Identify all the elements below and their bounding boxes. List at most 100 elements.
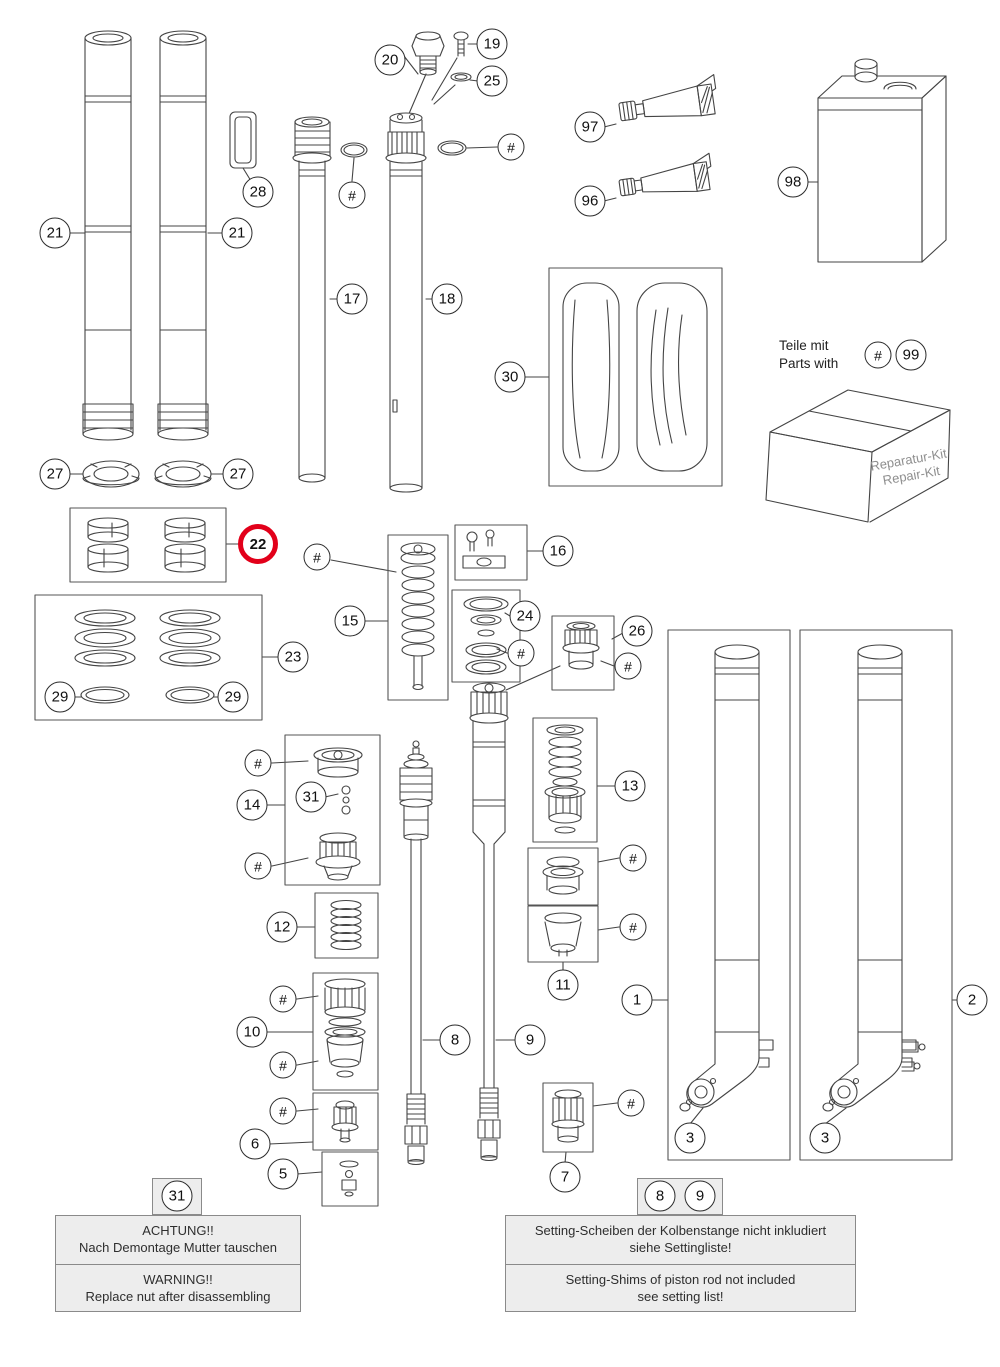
oil-canister-98-drawing [817, 58, 947, 263]
spring-12-drawing [314, 892, 379, 959]
callout-13[interactable]: 13 [614, 770, 646, 802]
setting-line1-de: Setting-Scheiben der Kolbenstange nicht … [534, 1223, 827, 1238]
callout-98[interactable]: 98 [777, 166, 809, 198]
callout-23[interactable]: 23 [277, 641, 309, 673]
callout-16[interactable]: 16 [542, 535, 574, 567]
callout-hash-99: # [864, 341, 892, 369]
callout-hash-14-top: # [244, 749, 272, 777]
callout-5[interactable]: 5 [267, 1158, 299, 1190]
fork-leg-1-drawing [667, 629, 791, 1161]
callout-hash-17: # [338, 181, 366, 209]
valve-stack-10-drawing [312, 972, 379, 1091]
callout-17[interactable]: 17 [336, 283, 368, 315]
repair-kit-carton-drawing [765, 389, 951, 523]
washer-25-drawing [450, 72, 472, 82]
callout-15[interactable]: 15 [334, 605, 366, 637]
warning-text-de: Nach Demontage Mutter tauschen [79, 1239, 277, 1255]
callout-28[interactable]: 28 [242, 176, 274, 208]
callout-20[interactable]: 20 [374, 44, 406, 76]
callout-27-right[interactable]: 27 [222, 458, 254, 490]
callout-1[interactable]: 1 [621, 984, 653, 1016]
callout-7[interactable]: 7 [549, 1161, 581, 1193]
callout-18[interactable]: 18 [431, 283, 463, 315]
inner-tube-17-drawing [292, 116, 368, 483]
cartridge-rod-9-drawing [469, 682, 509, 1162]
callout-99[interactable]: 99 [895, 339, 927, 371]
callout-hash-6: # [269, 1097, 297, 1125]
screw-19-drawing [453, 31, 469, 57]
setting-divider [506, 1263, 855, 1265]
fork-leg-2-drawing [799, 629, 953, 1161]
callout-9-note[interactable]: 9 [684, 1180, 716, 1212]
clip-28-drawing [229, 111, 257, 169]
adjuster-7-drawing [542, 1082, 594, 1153]
warning-text-en: Replace nut after disassembling [85, 1288, 271, 1304]
bushing-set-22-drawing [69, 507, 227, 583]
callout-29-right[interactable]: 29 [217, 681, 249, 713]
seal-kit-24-drawing [451, 589, 521, 683]
callout-21-left[interactable]: 21 [39, 217, 71, 249]
adjuster-26-drawing [551, 615, 615, 691]
seal-set-23-drawing [34, 594, 263, 721]
repair-kit-reference-en: Parts with [779, 356, 839, 372]
setting-line2-de: siehe Settingliste! [629, 1239, 732, 1255]
rebound-stack-13-drawing [532, 717, 598, 843]
callout-96[interactable]: 96 [574, 185, 606, 217]
callout-21-right[interactable]: 21 [221, 217, 253, 249]
callout-hash-24: # [507, 639, 535, 667]
callout-hash-11-top: # [619, 844, 647, 872]
warning-divider [56, 1263, 300, 1265]
callout-hash-15: # [303, 543, 331, 571]
callout-hash-10-top: # [269, 985, 297, 1013]
callout-11[interactable]: 11 [547, 969, 579, 1001]
callout-9[interactable]: 9 [514, 1024, 546, 1056]
callout-27-left[interactable]: 27 [39, 458, 71, 490]
grease-tube-97-drawing [618, 74, 717, 122]
callout-29-left[interactable]: 29 [44, 681, 76, 713]
inner-tube-18-drawing [385, 112, 467, 493]
callout-hash-14-bottom: # [244, 852, 272, 880]
spring-assembly-15-drawing [387, 534, 449, 701]
valve-6-drawing [312, 1092, 379, 1151]
callout-3-right[interactable]: 3 [809, 1122, 841, 1154]
callout-12[interactable]: 12 [266, 911, 298, 943]
callout-8[interactable]: 8 [439, 1024, 471, 1056]
leader-lines [69, 43, 959, 1175]
callout-6[interactable]: 6 [239, 1128, 271, 1160]
warning-title-de: ACHTUNG!! [142, 1223, 214, 1238]
callout-hash-10-bottom: # [269, 1051, 297, 1079]
callout-30[interactable]: 30 [494, 361, 526, 393]
piston-rod-8-drawing [399, 740, 433, 1166]
callout-97[interactable]: 97 [574, 111, 606, 143]
callout-hash-18: # [497, 133, 525, 161]
callout-2[interactable]: 2 [956, 984, 988, 1016]
callout-14[interactable]: 14 [236, 789, 268, 821]
callout-hash-11-bottom: # [619, 913, 647, 941]
grease-tube-96-drawing [618, 152, 712, 197]
repair-kit-reference-de: Teile mit [779, 338, 829, 353]
callout-26[interactable]: 26 [621, 615, 653, 647]
callout-8-note[interactable]: 8 [644, 1180, 676, 1212]
callout-19[interactable]: 19 [476, 28, 508, 60]
piston-kit-14-drawing [284, 734, 381, 886]
small-parts-5-drawing [321, 1151, 379, 1207]
setting-line2-en: see setting list! [637, 1288, 724, 1304]
callout-24[interactable]: 24 [509, 600, 541, 632]
callout-hash-26: # [614, 652, 642, 680]
callout-hash-7: # [617, 1089, 645, 1117]
warning-note-box: ACHTUNG!! Nach Demontage Mutter tauschen… [55, 1215, 301, 1312]
callout-22[interactable]: 22 [238, 524, 278, 564]
callout-3-left[interactable]: 3 [674, 1122, 706, 1154]
repair-kit-reference-note: Teile mit Parts with [779, 337, 838, 373]
callout-10[interactable]: 10 [236, 1016, 268, 1048]
hardware-16-drawing [454, 524, 528, 581]
callout-31-inner[interactable]: 31 [295, 781, 327, 813]
callout-25[interactable]: 25 [476, 65, 508, 97]
setting-line1-en: Setting-Shims of piston rod not included [565, 1271, 796, 1287]
callout-31-note[interactable]: 31 [161, 1180, 193, 1212]
screw-cap-20-drawing [411, 31, 445, 76]
warning-title-en: WARNING!! [143, 1271, 213, 1287]
